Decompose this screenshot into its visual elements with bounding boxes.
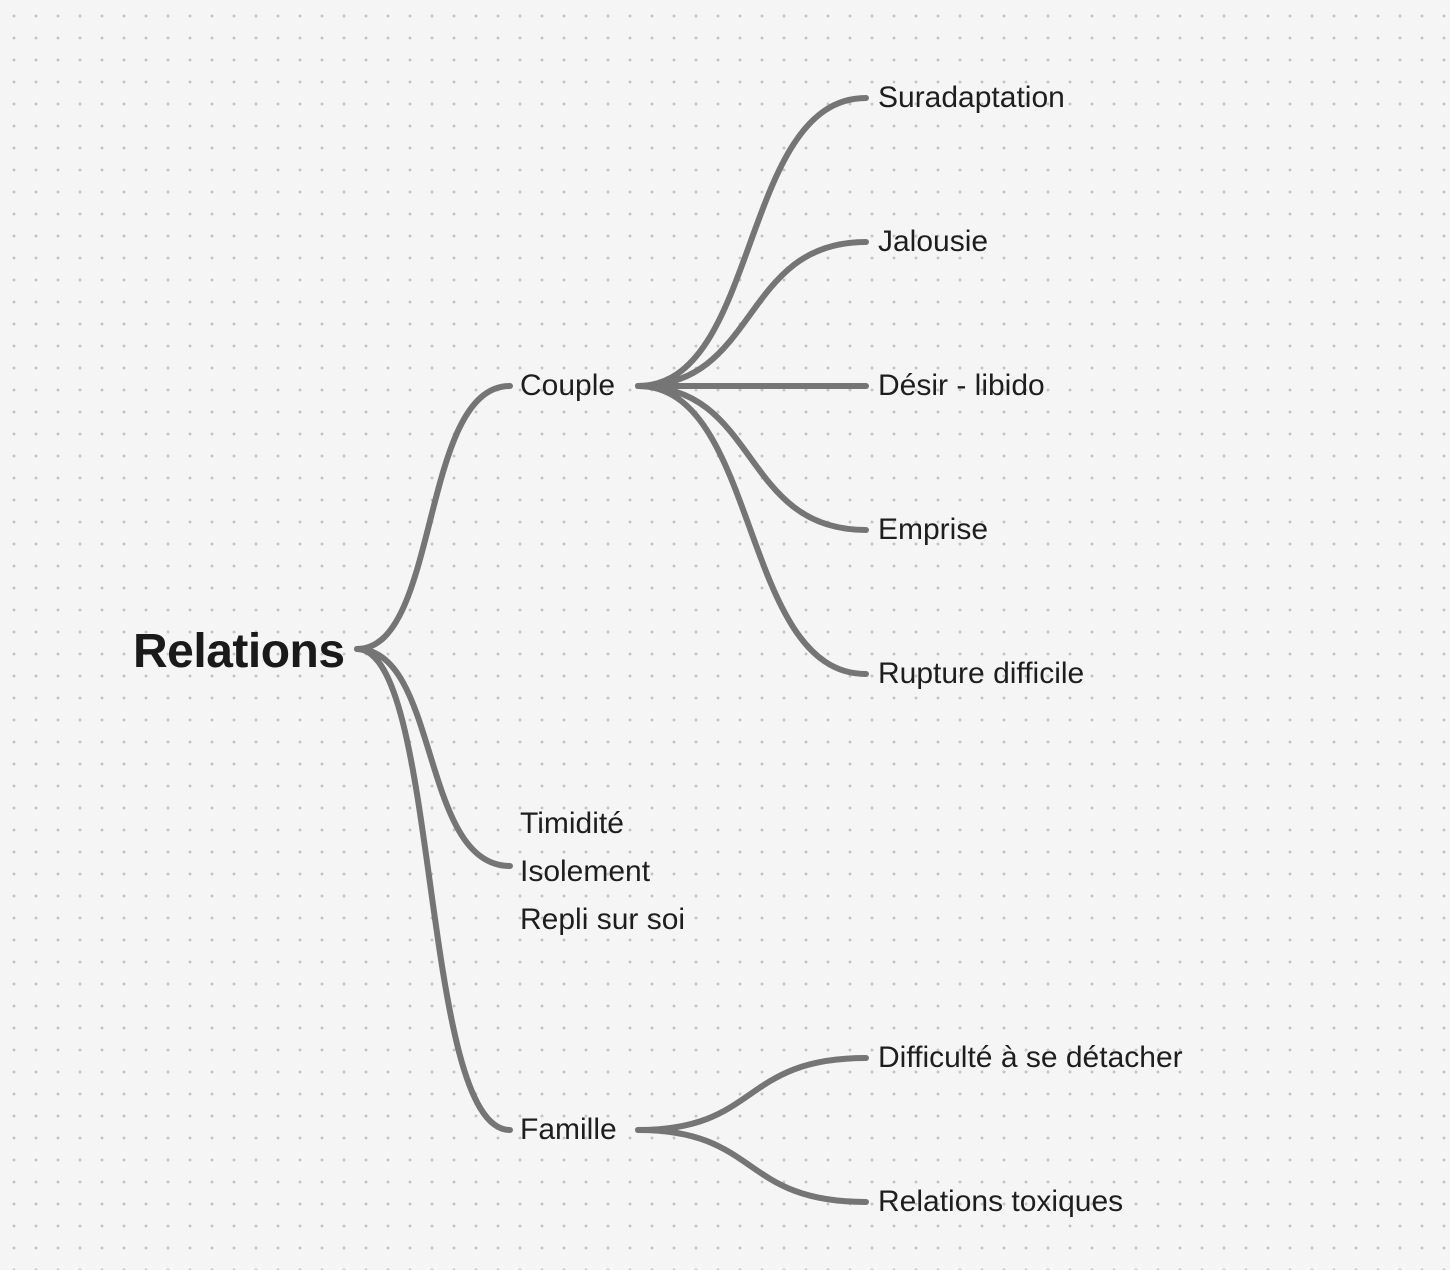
branch-line-isolement: Isolement	[520, 855, 651, 888]
leaf-node-suradaptation[interactable]: Suradaptation	[878, 81, 1065, 114]
connector-couple-rupture-difficile	[635, 383, 869, 677]
leaf-node-jalousie[interactable]: Jalousie	[878, 225, 989, 258]
connector-famille-relations-toxiques	[635, 1127, 869, 1205]
connector-relations-group	[354, 646, 513, 869]
connector-famille-difficulte	[635, 1055, 869, 1133]
connector-couple-emprise	[635, 383, 869, 533]
connector-relations-couple	[354, 383, 513, 652]
branch-node-timidite-group[interactable]: Timidité Isolement Repli sur soi	[520, 800, 685, 944]
leaf-node-difficulte-se-detacher[interactable]: Difficulté à se détacher	[878, 1041, 1183, 1074]
root-node-relations[interactable]: Relations	[133, 625, 345, 678]
connector-relations-famille	[354, 646, 513, 1133]
branch-line-timidite: Timidité	[520, 807, 624, 840]
branch-line-repli-sur-soi: Repli sur soi	[520, 903, 686, 936]
connector-couple-jalousie	[635, 239, 869, 389]
leaf-node-emprise[interactable]: Emprise	[878, 513, 989, 546]
connector-couple-suradaptation	[635, 95, 869, 389]
branch-node-famille[interactable]: Famille	[520, 1113, 617, 1146]
leaf-node-rupture-difficile[interactable]: Rupture difficile	[878, 657, 1085, 690]
leaf-node-desir-libido[interactable]: Désir - libido	[878, 369, 1045, 402]
leaf-node-relations-toxiques[interactable]: Relations toxiques	[878, 1185, 1124, 1218]
branch-node-couple[interactable]: Couple	[520, 369, 616, 402]
